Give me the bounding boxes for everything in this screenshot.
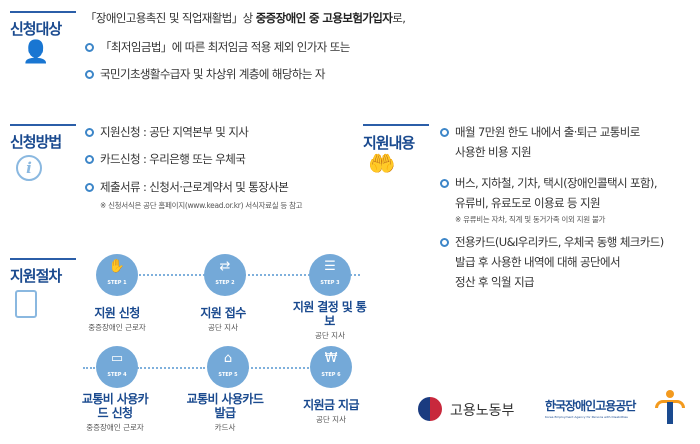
content-title: 지원내용 bbox=[363, 134, 415, 152]
step-sub: 공단 지사 bbox=[208, 323, 238, 332]
target-title: 신청대상 bbox=[10, 20, 62, 38]
step-sub: 중증장애인 근로자 bbox=[88, 323, 146, 332]
method-item: 카드신청 : 우리은행 또는 우체국 bbox=[85, 151, 246, 167]
agency-emblem-icon bbox=[655, 390, 685, 426]
content-item-cont: 정산 후 익월 지급 bbox=[455, 275, 535, 289]
step-1-circle: ✋STEP 1 bbox=[96, 254, 138, 296]
target-item: 「최저임금법」에 따른 최저임금 적용 제외 인가자 또는 bbox=[85, 39, 350, 55]
step-title: 교통비 사용카드 신청 bbox=[81, 392, 149, 420]
method-title: 신청방법 bbox=[10, 133, 62, 151]
hand-coin-icon: 🤲 bbox=[368, 152, 396, 177]
agency-logo-en: Korea Employment Agency for Persons with… bbox=[545, 415, 628, 419]
procedure-title: 지원절차 bbox=[10, 267, 62, 285]
section-divider bbox=[10, 258, 76, 260]
target-line1: 「장애인고용촉진 및 직업재활법」상 중증장애인 중 고용보험가입자로, bbox=[85, 11, 406, 25]
content-item-cont: 발급 후 사용한 내역에 대해 공단에서 bbox=[455, 255, 621, 269]
flow-arrow bbox=[240, 274, 310, 276]
section-divider bbox=[10, 11, 76, 13]
bullet-icon bbox=[440, 238, 449, 247]
content-item: 전용카드(U&I우리카드, 우체국 동행 체크카드) bbox=[440, 234, 664, 250]
step-6-circle: ₩STEP 6 bbox=[310, 346, 352, 388]
flow-arrow bbox=[243, 367, 309, 369]
step-title: 지원금 지급 bbox=[303, 398, 359, 412]
method-note: ※ 신청서식은 공단 홈페이지(www.kead.or.kr) 서식자료실 등 … bbox=[100, 201, 303, 210]
bullet-icon bbox=[85, 183, 94, 192]
bullet-icon bbox=[85, 128, 94, 137]
section-divider bbox=[10, 124, 76, 126]
target-item: 국민기초생활수급자 및 차상위 계층에 해당하는 자 bbox=[85, 66, 325, 82]
step-sub: 공단 지사 bbox=[315, 331, 345, 340]
step-3-circle: ☰STEP 3 bbox=[309, 254, 351, 296]
bullet-icon bbox=[85, 43, 94, 52]
ministry-emblem-icon bbox=[418, 397, 442, 421]
step-sub: 카드사 bbox=[214, 423, 236, 432]
bullet-icon bbox=[440, 128, 449, 137]
step-4-circle: ▭STEP 4 bbox=[96, 346, 138, 388]
method-item: 지원신청 : 공단 지역본부 및 지사 bbox=[85, 124, 249, 140]
person-idea-icon: 👤 bbox=[22, 40, 50, 65]
content-item-cont: 유류비, 유료도로 이용료 등 지원 bbox=[455, 196, 601, 210]
flow-arrow bbox=[350, 274, 360, 276]
step-title: 지원 결정 및 통보 bbox=[292, 300, 367, 328]
ministry-logo-text: 고용노동부 bbox=[450, 403, 515, 419]
step-title: 지원 접수 bbox=[200, 306, 246, 320]
bullet-icon bbox=[85, 155, 94, 164]
bullet-icon bbox=[440, 179, 449, 188]
step-2-circle: ⇄STEP 2 bbox=[204, 254, 246, 296]
step-sub: 중증장애인 근로자 bbox=[86, 423, 144, 432]
section-divider bbox=[363, 124, 429, 126]
info-icon: i bbox=[16, 155, 42, 181]
content-item: 매월 7만원 한도 내에서 출·퇴근 교통비로 bbox=[440, 124, 640, 140]
clipboard-icon bbox=[15, 290, 37, 318]
flow-arrow bbox=[137, 367, 205, 369]
method-item: 제출서류 : 신청서·근로계약서 및 통장사본 bbox=[85, 179, 289, 195]
content-note: ※ 유류비는 자차, 직계 및 동거가족 이외 지원 불가 bbox=[455, 215, 606, 224]
content-item: 버스, 지하철, 기차, 택시(장애인콜택시 포함), bbox=[440, 175, 657, 191]
step-sub: 공단 지사 bbox=[316, 415, 346, 424]
step-5-circle: ⌂STEP 5 bbox=[207, 346, 249, 388]
step-title: 교통비 사용카드 발급 bbox=[186, 392, 264, 420]
step-title: 지원 신청 bbox=[94, 306, 140, 320]
flow-arrow bbox=[135, 274, 205, 276]
content-item-cont: 사용한 비용 지원 bbox=[455, 145, 532, 159]
agency-logo-text: 한국장애인고용공단 bbox=[545, 399, 636, 413]
flow-arrow bbox=[83, 367, 95, 369]
bullet-icon bbox=[85, 70, 94, 79]
